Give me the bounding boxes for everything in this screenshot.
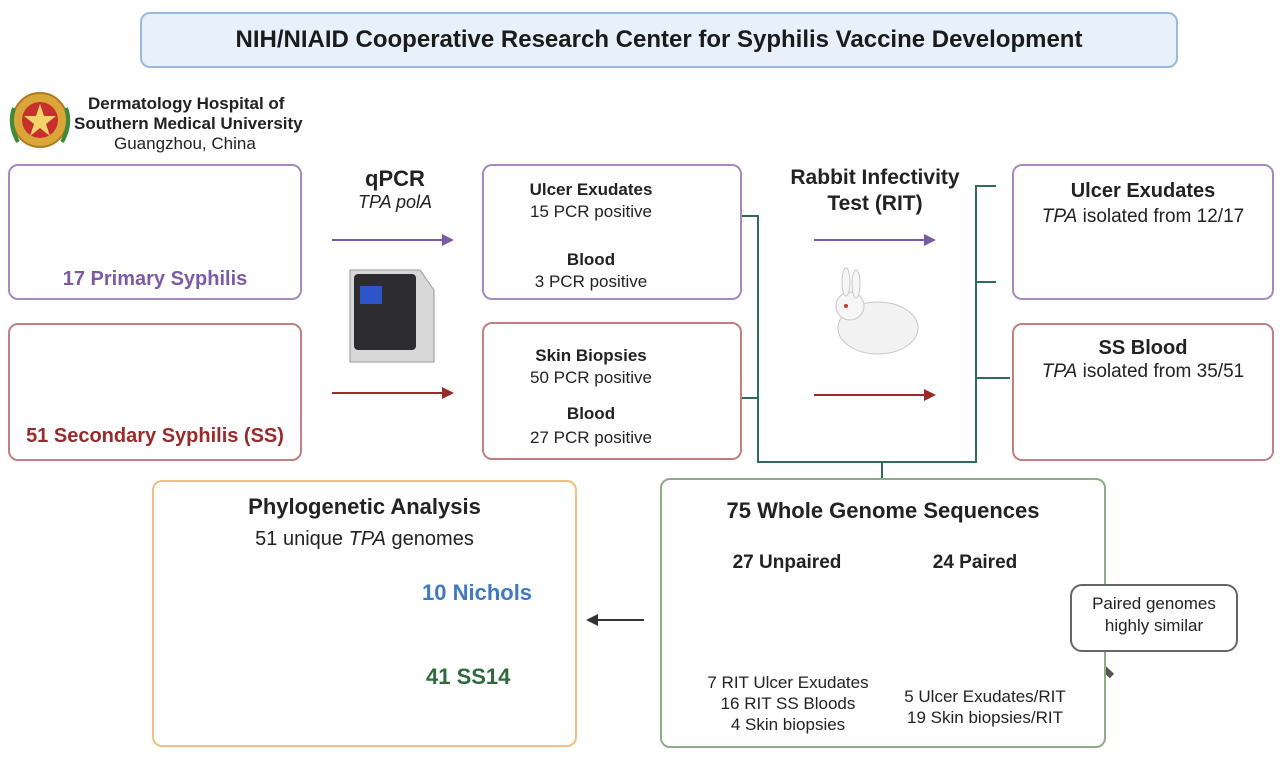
isolation-ss-title: SS Blood — [1098, 337, 1188, 359]
secondary-cohort-box: 51 Secondary Syphilis (SS) — [8, 323, 302, 461]
wgs-title: 75 Whole Genome Sequences — [726, 498, 1040, 523]
rit-label-line1: Rabbit Infectivity — [790, 166, 960, 189]
paired-callout: Paired genomes highly similar — [1070, 584, 1238, 652]
phylo-title: Phylogenetic Analysis — [248, 494, 481, 519]
list-item: 19 Skin biopsies/RIT — [907, 708, 1063, 727]
qpcr-target: TPA polA — [357, 192, 433, 212]
list-item: 5 Ulcer Exudates/RIT — [904, 687, 1066, 706]
hospital-logo — [9, 92, 71, 148]
isolation-ss-box: SS Blood TPA isolated from 35/51 — [1012, 323, 1274, 461]
blood-title: Blood — [566, 404, 616, 423]
paired-list: 5 Ulcer Exudates/RIT 19 Skin biopsies/RI… — [894, 686, 1076, 728]
qpcr-label: qPCR — [365, 166, 425, 191]
isolation-ss-text: TPA isolated from 35/51 — [1041, 361, 1245, 382]
callout-line2: highly similar — [1104, 616, 1204, 635]
nichols-label: 10 Nichols — [422, 580, 533, 605]
list-item: 16 RIT SS Bloods — [720, 694, 856, 713]
institution-location: Guangzhou, China — [114, 134, 256, 153]
skin-biopsies-value: 50 PCR positive — [530, 368, 652, 387]
connector-lines — [742, 185, 1010, 478]
list-item: 4 Skin biopsies — [730, 715, 846, 734]
rit-label-line2: Test (RIT) — [827, 192, 923, 215]
ulcer-exudates-value: 15 PCR positive — [530, 202, 652, 221]
primary-cohort-label: 17 Primary Syphilis — [62, 268, 248, 290]
blood-value: 27 PCR positive — [530, 428, 652, 447]
institution-name-line1: Dermatology Hospital of — [88, 94, 285, 113]
list-item: 7 RIT Ulcer Exudates — [707, 673, 869, 692]
phylo-subtitle: 51 unique TPA genomes — [255, 528, 474, 550]
blood-title: Blood — [566, 250, 616, 269]
secondary-results-box: Skin Biopsies 50 PCR positive Blood 27 P… — [482, 322, 742, 460]
primary-results-box: Ulcer Exudates 15 PCR positive Blood 3 P… — [482, 164, 742, 300]
rabbit-icon — [835, 267, 919, 355]
phylogenetic-box: Phylogenetic Analysis 51 unique TPA geno… — [152, 480, 577, 747]
isolation-ulcer-title: Ulcer Exudates — [1070, 180, 1216, 202]
institution-name-line2: Southern Medical University — [74, 114, 303, 133]
unpaired-title: 27 Unpaired — [732, 552, 842, 573]
wgs-box: 75 Whole Genome Sequences 27 Unpaired 24… — [660, 478, 1106, 748]
skin-biopsies-title: Skin Biopsies — [535, 346, 647, 365]
secondary-cohort-label: 51 Secondary Syphilis (SS) — [26, 425, 284, 447]
callout-line1: Paired genomes — [1092, 594, 1216, 613]
ulcer-exudates-title: Ulcer Exudates — [529, 180, 653, 199]
qpcr-machine-icon — [349, 269, 435, 363]
blood-value: 3 PCR positive — [534, 272, 648, 291]
ss14-label: 41 SS14 — [426, 664, 511, 689]
isolation-ulcer-box: Ulcer Exudates TPA isolated from 12/17 — [1012, 164, 1274, 300]
primary-cohort-box: 17 Primary Syphilis — [8, 164, 302, 300]
paired-title: 24 Paired — [932, 552, 1018, 573]
unpaired-list: 7 RIT Ulcer Exudates 16 RIT SS Bloods 4 … — [672, 672, 904, 735]
page-title: NIH/NIAID Cooperative Research Center fo… — [140, 12, 1178, 68]
isolation-ulcer-text: TPA isolated from 12/17 — [1041, 206, 1245, 227]
